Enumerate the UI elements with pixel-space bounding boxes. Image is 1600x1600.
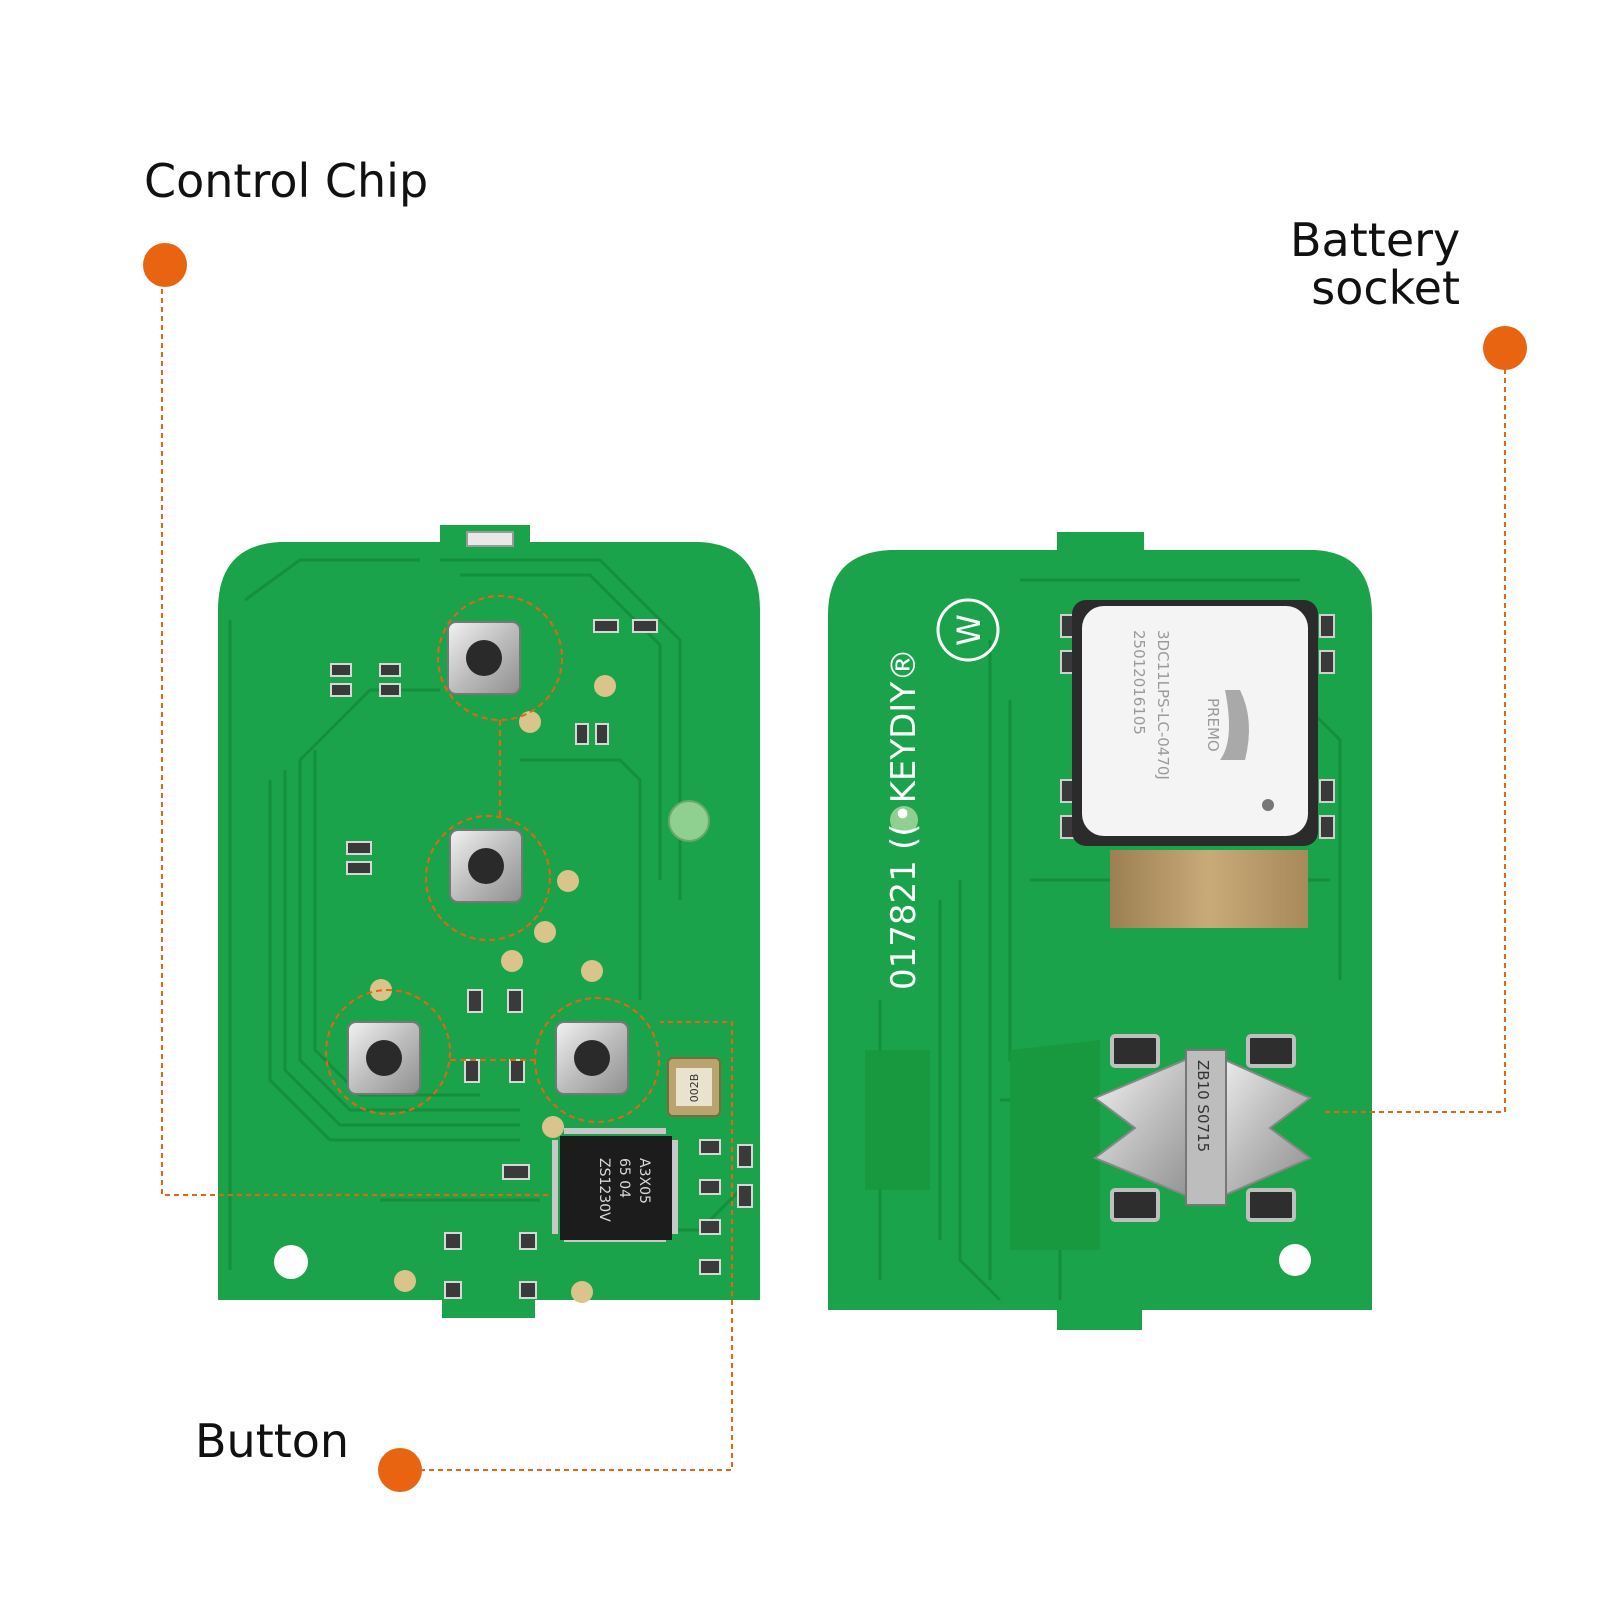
left-smd-components — [330, 619, 753, 1299]
battery-socket-label-line2: socket — [1311, 261, 1460, 315]
left-mount-hole — [274, 1245, 308, 1279]
crystal-oscillator: 002B — [667, 1057, 721, 1117]
inductor-marking-line3: 25012016105 — [1130, 630, 1148, 735]
battery-callout-line — [1325, 360, 1506, 1113]
chip-marking-line1: A3X05 — [636, 1158, 652, 1204]
left-pcb-traces — [228, 558, 742, 1270]
right-pcb-board: ((•KEYDIY® 017821 W PREMO 3DC11LPS-LC-04… — [828, 532, 1372, 1330]
inductor-marking-line2: 3DC11LPS-LC-0470J — [1154, 630, 1172, 780]
control-chip-callout-dot — [143, 243, 187, 287]
callout-lines — [161, 280, 1506, 1471]
left-gold-test-pads — [370, 675, 616, 1303]
left-test-pad-large — [668, 800, 710, 842]
control-chip-callout-line — [161, 280, 552, 1196]
premo-inductor: PREMO 3DC11LPS-LC-0470J 25012016105 — [1060, 600, 1335, 846]
battery-callout-dot — [1483, 326, 1527, 370]
tactile-switch-1 — [447, 621, 521, 695]
switch-highlight-circles — [325, 595, 660, 1123]
gold-contact-pad — [1110, 850, 1308, 928]
left-led — [466, 531, 514, 547]
inductor-marking-line1: PREMO — [1204, 698, 1222, 752]
button-label: Button — [195, 1414, 350, 1468]
battery-socket-label-line1: Battery — [1290, 213, 1461, 267]
tactile-switch-3 — [347, 1021, 421, 1095]
button-callout-dot — [378, 1448, 422, 1492]
keydiy-brand-marking: ((•KEYDIY® — [884, 648, 924, 850]
left-pcb-board: 002B A3X05 65 04 ZS1230V — [218, 525, 760, 1318]
chip-marking-line2: 65 04 — [616, 1158, 632, 1198]
battery-socket-clip: ZB10 S0715 — [1092, 1034, 1312, 1222]
right-mount-hole — [1279, 1244, 1311, 1276]
crystal-marking: 002B — [688, 1074, 701, 1103]
chip-marking-line3: ZS1230V — [596, 1158, 612, 1222]
right-test-pad — [890, 806, 918, 834]
w-mark: W — [936, 598, 1000, 662]
tactile-switch-4 — [555, 1021, 629, 1095]
serial-number-marking: 017821 — [884, 860, 924, 990]
control-chip-label: Control Chip — [144, 154, 429, 208]
battery-socket-label: Battery socket — [1290, 216, 1460, 312]
callout-dots — [143, 243, 1527, 1492]
control-chip: A3X05 65 04 ZS1230V — [552, 1128, 678, 1242]
battery-clip-marking: ZB10 S0715 — [1194, 1060, 1212, 1152]
tactile-switch-2 — [449, 829, 523, 903]
button-callout-line — [420, 1021, 733, 1471]
w-mark-letter: W — [950, 614, 988, 646]
